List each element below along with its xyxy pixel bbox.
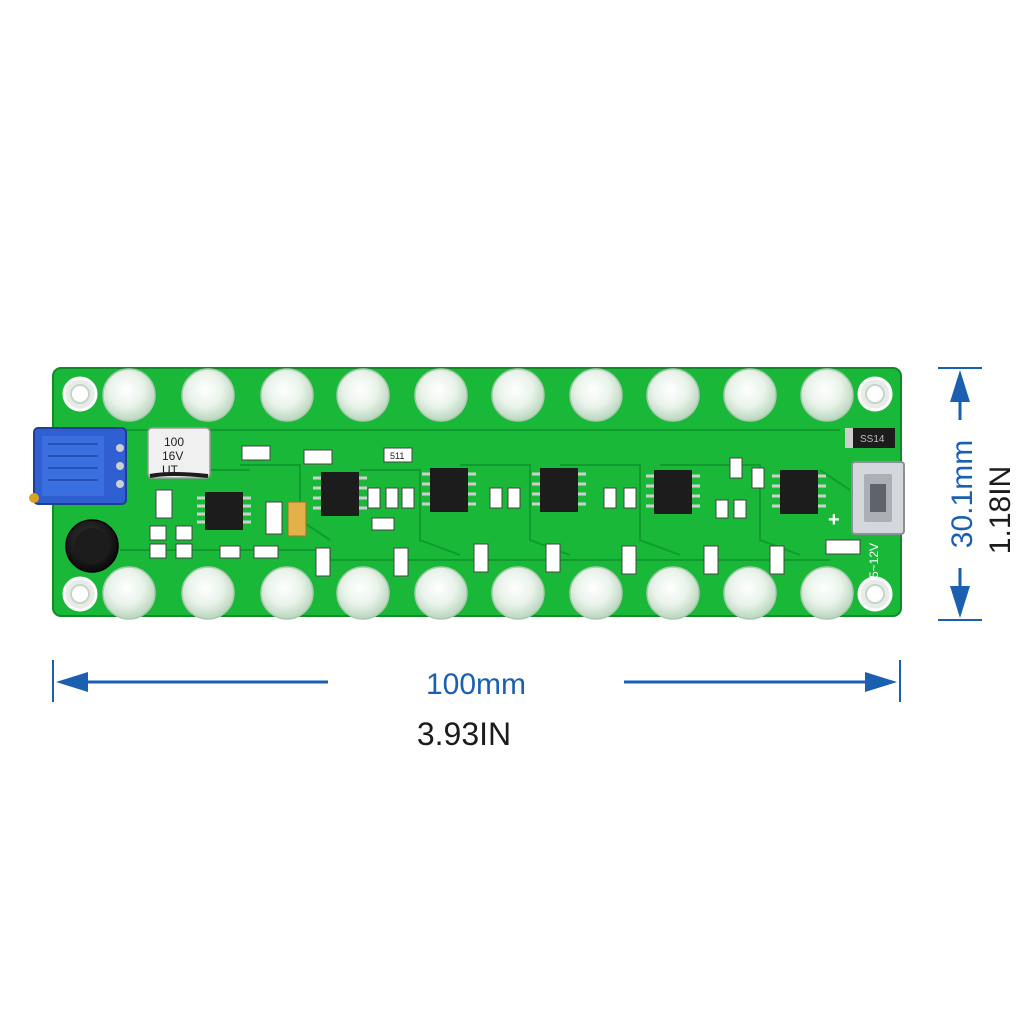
led [260,566,314,620]
led [723,368,777,422]
mounting-hole [62,376,98,412]
led [723,566,777,620]
diode: SS14 [845,428,895,448]
led [181,368,235,422]
mounting-hole [857,576,893,612]
trimmer-potentiometer-icon [29,427,127,505]
ic-chip [197,492,251,530]
led [102,566,156,620]
height-in-label: 1.18IN [984,466,1017,554]
ic-chip [646,470,700,514]
electrolytic-capacitor: 100 16V UT [147,427,211,479]
width-dimension: 100mm 3.93IN [52,660,901,752]
smd-resistors [149,445,861,577]
led-row-top [102,368,854,422]
capacitor-mark: UT [162,463,179,477]
capacitor-voltage: 16V [162,449,183,463]
ic-chip [313,472,367,516]
led [414,368,468,422]
electret-microphone-icon [65,519,119,573]
led [336,368,390,422]
ic-chip [422,468,476,512]
pcb-board: 100 16V UT [29,367,905,620]
led [336,566,390,620]
micro-usb-port-icon [851,461,905,535]
led [569,566,623,620]
width-in-label: 3.93IN [417,716,511,752]
ic-chips [197,468,826,530]
led [800,566,854,620]
width-mm-label: 100mm [426,668,526,701]
led [646,566,700,620]
ic-chip [772,470,826,514]
plus-mark: + [828,509,840,531]
tantalum-capacitor [287,501,307,537]
height-dimension: 30.1mm 1.18IN [938,367,1017,621]
led [414,566,468,620]
led-row-bottom [102,566,854,620]
mounting-hole [62,576,98,612]
led [181,566,235,620]
led [800,368,854,422]
mounting-holes [62,376,893,612]
led [646,368,700,422]
capacitor-value: 100 [164,435,184,449]
led [260,368,314,422]
voltage-range-label: 5~12V [867,543,881,578]
led [569,368,623,422]
led [491,566,545,620]
resistor-code-label: 511 [390,451,404,461]
ic-chip [532,468,586,512]
height-mm-label: 30.1mm [946,440,979,548]
diode-label: SS14 [860,434,885,445]
led [102,368,156,422]
led [491,368,545,422]
mounting-hole [857,376,893,412]
